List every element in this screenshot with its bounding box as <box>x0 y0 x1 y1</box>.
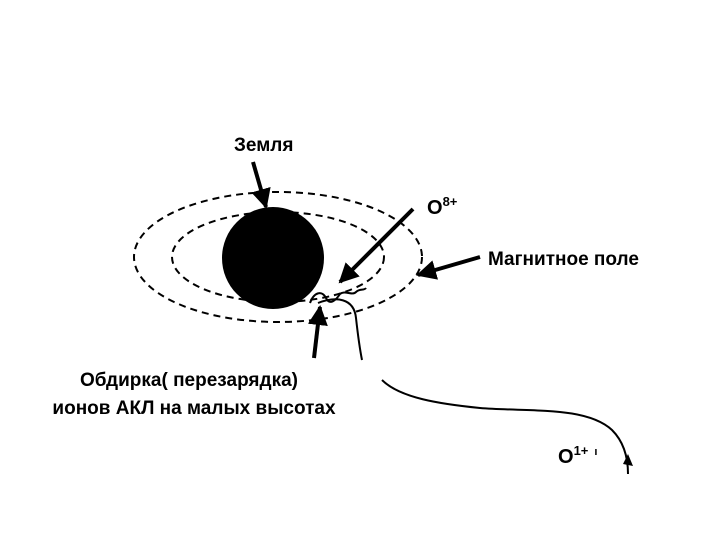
oxygen-low-mark: ı <box>594 446 597 458</box>
magnetic-field-arrow <box>416 255 481 280</box>
oxygen-low-trajectory <box>381 379 629 475</box>
earth-arrow <box>251 161 271 209</box>
ion-trajectory-wiggle <box>309 287 367 304</box>
field-line-outer <box>133 191 423 323</box>
oxygen-high-charge: 8+ <box>443 194 458 209</box>
oxygen-high-arrow <box>338 207 415 284</box>
stripping-arrow <box>307 305 328 359</box>
oxygen-low-label: O1+ ı <box>558 443 597 468</box>
oxygen-high-label: O8+ <box>427 194 458 219</box>
earth-disc <box>222 207 324 309</box>
oxygen-high-symbol: O <box>427 197 443 219</box>
oxygen-low-arrowhead <box>623 454 633 466</box>
earth-label: Земля <box>234 135 293 156</box>
ion-trajectory-loop <box>317 298 363 361</box>
magnetic-field-label: Магнитное поле <box>488 249 639 270</box>
oxygen-low-symbol: O <box>558 446 574 468</box>
stripping-label-line2: ионов АКЛ на малых высотах <box>52 398 336 419</box>
oxygen-low-charge: 1+ <box>574 443 589 458</box>
stripping-label-line1: Обдирка( перезарядка) <box>80 370 298 391</box>
